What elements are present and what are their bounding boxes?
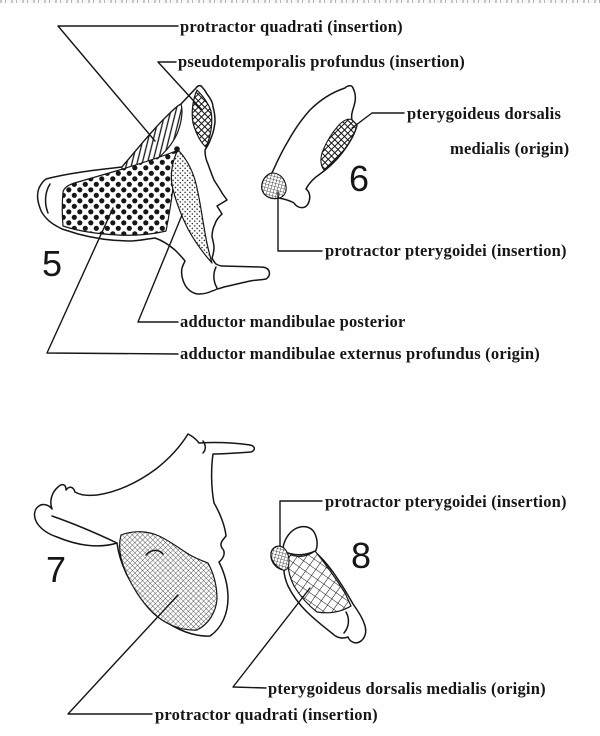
- fig5-orbital-hook-inner-line: [44, 183, 51, 214]
- label-fig6-pterygoideus-dorsalis-line2: medialis (origin): [450, 139, 570, 158]
- label-fig5-adductor-posterior: adductor mandibulae posterior: [180, 312, 406, 331]
- scan-edge-artifact: [0, 0, 600, 3]
- leader-fig8-protractor-pterygoidei: [279, 500, 323, 547]
- leader-fig7-protractor-quadrati: [67, 594, 179, 715]
- leader-fig8-pterygoideus-dorsalis: [232, 587, 311, 689]
- label-fig8-protractor-pterygoidei: protractor pterygoidei (insertion): [325, 492, 567, 511]
- label-fig6-pterygoideus-dorsalis-line1: pterygoideus dorsalis: [407, 104, 562, 123]
- label-fig8-pterygoideus-dorsalis: pterygoideus dorsalis medialis (origin): [268, 679, 546, 698]
- figure-number-8: 8: [351, 535, 373, 576]
- fig6-bone-outline: [261, 85, 358, 209]
- fig5-adductor-externus-area: [61, 150, 177, 236]
- fig5-quadratojugal-inner-line: [213, 266, 218, 289]
- fig6-protractor-pterygoidei-area: [261, 172, 287, 200]
- fig8-pterygoid-medial-drawing: [270, 525, 367, 644]
- leader-fig6-protractor-pterygoidei: [277, 191, 323, 252]
- leader-fig6-pterygoideus-dorsalis: [351, 112, 405, 129]
- figure-number-5: 5: [42, 243, 64, 284]
- leader-lines: [46, 25, 405, 715]
- fig7-muscle-scar-mark: [145, 549, 164, 556]
- leader-fig5-adductor-externus: [46, 207, 179, 355]
- label-fig6-protractor-pterygoidei: protractor pterygoidei (insertion): [325, 241, 567, 260]
- fig8-toe-line: [343, 611, 350, 634]
- figure-number-6: 6: [349, 158, 371, 199]
- fig5-adductor-posterior-area: [170, 149, 213, 264]
- fig5-quadrate-lateral-drawing: [36, 84, 271, 295]
- fig6-pterygoid-lateral-drawing: [261, 85, 358, 209]
- fig7-process-inner-line: [51, 515, 118, 544]
- leader-fig5-adductor-posterior: [137, 214, 183, 323]
- fig7-quadrate-medial-drawing: [33, 433, 255, 637]
- fig8-protractor-pterygoidei-area: [270, 545, 290, 571]
- label-fig5-adductor-externus: adductor mandibulae externus profundus (…: [180, 344, 540, 363]
- fig6-pterygoideus-dorsalis-area: [320, 118, 358, 171]
- leader-fig5-protractor-quadrati: [57, 25, 179, 142]
- label-fig5-protractor-quadrati: protractor quadrati (insertion): [180, 17, 403, 36]
- leader-fig5-pseudotemporalis: [157, 61, 203, 111]
- figure-number-7: 7: [46, 549, 68, 590]
- fig7-protractor-quadrati-area: [119, 531, 218, 631]
- label-fig7-protractor-quadrati: protractor quadrati (insertion): [155, 705, 378, 724]
- fig7-stub-inner-line: [202, 440, 206, 454]
- label-fig5-pseudotemporalis: pseudotemporalis profundus (insertion): [178, 52, 465, 71]
